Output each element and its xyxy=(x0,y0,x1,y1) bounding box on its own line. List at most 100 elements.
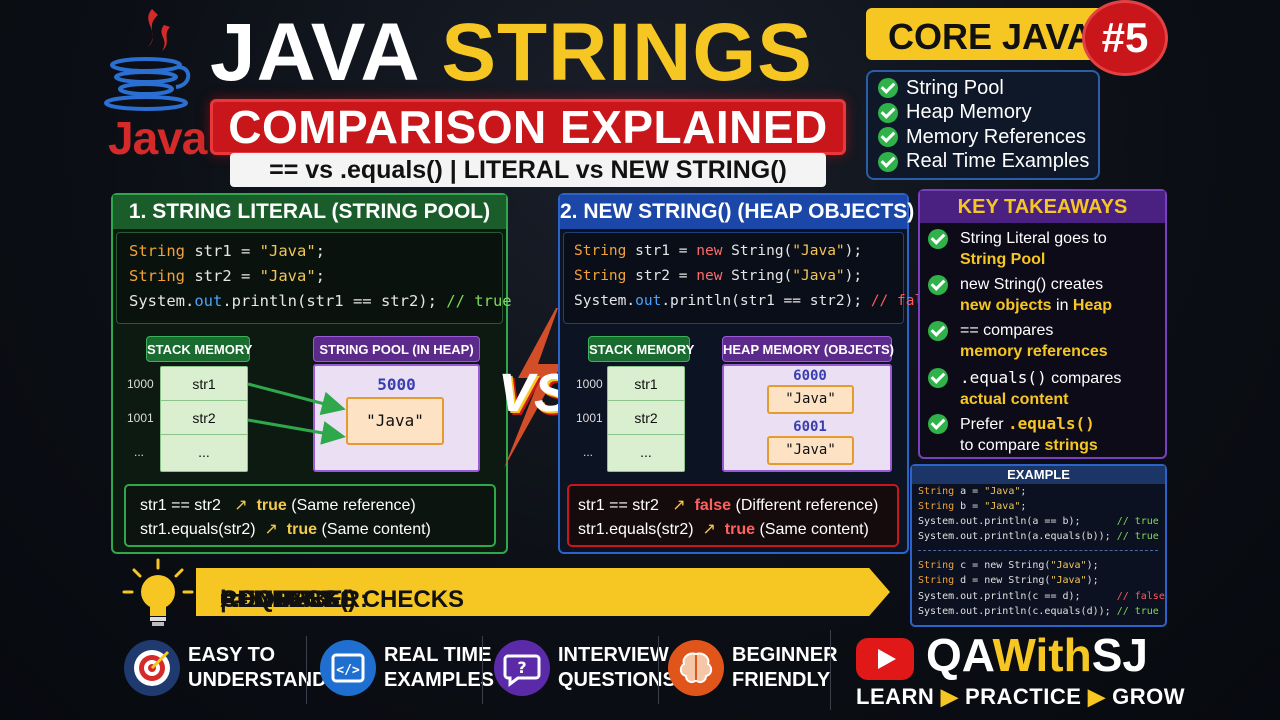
topic-item: Real Time Examples xyxy=(878,150,1089,175)
arrow-icon: ▶ xyxy=(1088,684,1106,709)
arrow-right-icon: ↗ xyxy=(260,521,283,538)
check-icon xyxy=(878,151,898,172)
topic-item: Heap Memory xyxy=(878,101,1088,126)
literal-stack-column: str1 str2 ... xyxy=(160,366,248,472)
example-code-line: String d = new String("Java"); xyxy=(918,575,1099,586)
stack-address: 1000 xyxy=(576,377,603,391)
main-title: JAVA STRINGS xyxy=(210,8,813,98)
literal-panel-header: 1. STRING LITERAL (STRING POOL) xyxy=(113,195,506,229)
stack-cell: str1 xyxy=(161,367,247,401)
new-string-code-block: String str1 = new String("Java");String … xyxy=(563,232,941,324)
code-icon: </> xyxy=(320,640,376,696)
feature-divider xyxy=(306,636,307,704)
topics-list: String Pool Heap Memory Memory Reference… xyxy=(866,70,1100,180)
title-strings: STRINGS xyxy=(441,7,813,98)
new-result-2: str1.equals(str2) ↗ true (Same content) xyxy=(578,521,869,538)
channel-slogan: LEARN ▶ PRACTICE ▶ GROW xyxy=(856,684,1185,709)
check-icon xyxy=(928,229,948,249)
heap-java-object-1: "Java" xyxy=(767,385,854,414)
stack-cell: str1 xyxy=(608,367,684,401)
tagline-banner: == vs .equals() | LITERAL vs NEW STRING(… xyxy=(230,153,826,187)
lightbulb-icon xyxy=(120,556,196,632)
example-code-line: System.out.println(a.equals(b)); // true xyxy=(918,531,1159,542)
title-java: JAVA xyxy=(210,7,418,98)
svg-text:?: ? xyxy=(517,658,526,677)
literal-result-2: str1.equals(str2) ↗ true (Same content) xyxy=(140,521,431,538)
question-chat-icon: ? xyxy=(494,640,550,696)
target-icon xyxy=(124,640,180,696)
check-icon xyxy=(928,368,948,388)
brand-divider xyxy=(830,630,831,710)
example-code-line: System.out.println(a == b); // true xyxy=(918,516,1159,527)
new-stack-column: str1 str2 ... xyxy=(607,366,685,472)
feature-divider xyxy=(482,636,483,704)
example-code-line: System.out.println(c.equals(d)); // true xyxy=(918,606,1159,617)
remember-banner: REMEMBER: == CHECKS ADDRESS | .EQUALS() … xyxy=(196,568,890,616)
literal-result-1: str1 == str2 ↗ true (Same reference) xyxy=(140,497,416,514)
check-icon xyxy=(928,321,948,341)
example-code-line: System.out.println(c == d); // false xyxy=(918,591,1165,602)
arrow-right-icon: ↗ xyxy=(663,497,691,514)
arrow-str1-to-pool xyxy=(247,382,346,416)
stack-cell: str2 xyxy=(608,401,684,435)
new-stack-label: STACK MEMORY xyxy=(588,336,694,362)
new-result-1: str1 == str2 ↗ false (Different referenc… xyxy=(578,497,879,514)
arrow-str2-to-pool xyxy=(247,418,346,445)
example-code-line: String a = "Java"; xyxy=(918,486,1027,497)
takeaway-item: Prefer .equals()to compare strings xyxy=(928,413,1160,457)
example-panel: EXAMPLE xyxy=(910,464,1167,627)
stack-address: 1001 xyxy=(576,411,603,425)
tagline-text: == vs .equals() | LITERAL vs NEW STRING(… xyxy=(269,156,787,184)
episode-badge: #5 xyxy=(1082,0,1168,76)
stack-address: 1001 xyxy=(127,411,154,425)
brain-icon xyxy=(668,640,724,696)
example-title: EXAMPLE xyxy=(912,466,1165,484)
arrow-right-icon: ↗ xyxy=(698,521,721,538)
literal-panel-title: 1. STRING LITERAL (STRING POOL) xyxy=(128,200,491,223)
example-separator xyxy=(918,550,1158,551)
literal-results: str1 == str2 ↗ true (Same reference) str… xyxy=(124,484,496,547)
heap-java-object-2: "Java" xyxy=(767,436,854,465)
key-takeaways-title: KEY TAKEAWAYS xyxy=(957,196,1128,218)
heap-memory-label: HEAP MEMORY (OBJECTS) xyxy=(722,336,894,362)
heap-address-1: 6000 xyxy=(793,368,827,384)
new-string-panel-title: 2. NEW STRING() (HEAP OBJECTS) xyxy=(560,200,915,223)
check-icon xyxy=(928,275,948,295)
new-string-panel-header: 2. NEW STRING() (HEAP OBJECTS) xyxy=(560,195,915,229)
coffee-cup-icon xyxy=(104,9,191,111)
arrow-right-icon: ↗ xyxy=(225,497,253,514)
pool-java-object: "Java" xyxy=(346,397,444,445)
heap-memory-area xyxy=(722,364,892,472)
episode-number: #5 xyxy=(1101,14,1149,61)
check-icon xyxy=(878,102,898,123)
check-icon xyxy=(878,78,898,99)
key-takeaways-header: KEY TAKEAWAYS xyxy=(920,191,1165,223)
stack-address: 1000 xyxy=(127,377,154,391)
literal-code-block: String str1 = "Java";String str2 = "Java… xyxy=(116,232,512,324)
series-badge-text: CORE JAVA xyxy=(888,16,1093,57)
java-logo: Java xyxy=(100,5,207,164)
stack-cell: ... xyxy=(198,444,210,460)
stack-cell: ... xyxy=(640,444,652,460)
youtube-icon[interactable] xyxy=(856,638,914,680)
channel-brand[interactable]: QAWithSJ xyxy=(926,629,1148,681)
stack-address: ... xyxy=(583,445,594,459)
new-string-results: str1 == str2 ↗ false (Different referenc… xyxy=(567,484,899,547)
check-icon xyxy=(928,414,948,434)
stack-cell: str2 xyxy=(161,401,247,435)
heap-address-2: 6001 xyxy=(793,419,827,435)
svg-text:</>: </> xyxy=(336,663,360,678)
literal-stack-label: STACK MEMORY xyxy=(146,336,252,362)
feature-divider xyxy=(658,636,659,704)
stack-address: ... xyxy=(134,445,145,459)
string-pool-label: STRING POOL (IN HEAP) xyxy=(313,336,480,362)
example-code-line: String b = "Java"; xyxy=(918,501,1027,512)
